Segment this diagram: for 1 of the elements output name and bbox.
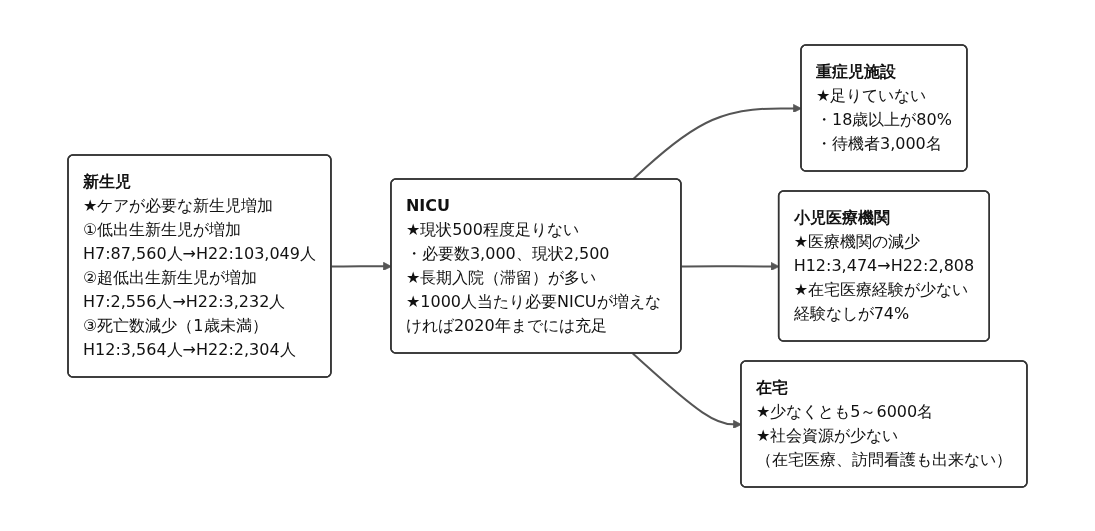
arrow xyxy=(631,103,802,180)
